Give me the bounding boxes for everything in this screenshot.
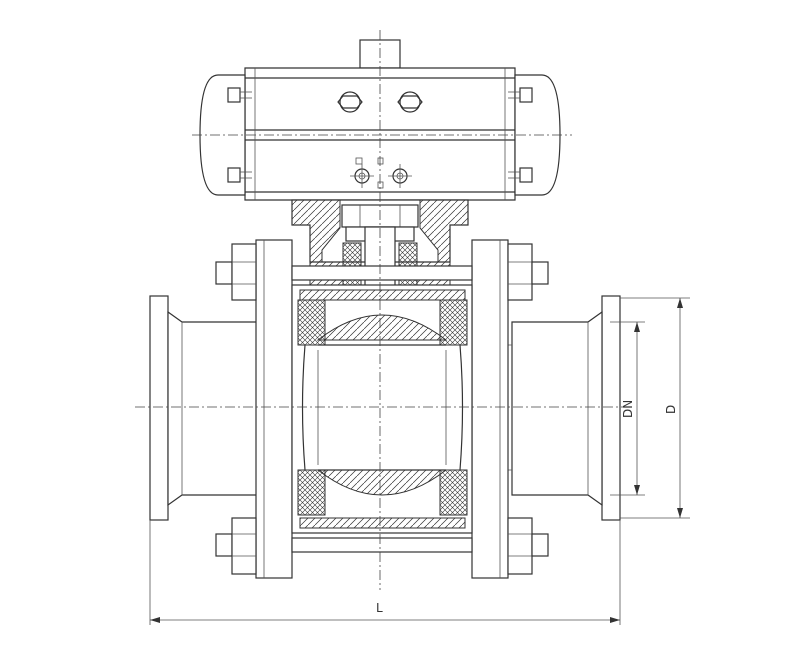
dimension-l-label: L — [376, 601, 383, 615]
air-port-left — [350, 164, 374, 188]
dimension-d-label: D — [664, 405, 678, 414]
actuator-bolt-top-right — [508, 87, 533, 103]
dimension-l: L — [149, 520, 621, 625]
dimension-d: D — [620, 297, 690, 519]
actuator-bolt-bottom-left — [227, 167, 252, 183]
left-body-flange — [255, 239, 293, 579]
right-clamp-end — [470, 295, 621, 521]
dimension-dn: DN — [610, 321, 645, 496]
dimension-dn-label: DN — [621, 400, 635, 418]
ball-bottom-section — [316, 469, 448, 496]
left-clamp-end — [149, 295, 300, 521]
seat-bottom-right — [439, 469, 468, 516]
actuator-nut-left — [337, 91, 363, 113]
right-body-flange — [471, 239, 509, 579]
seat-top-right — [439, 299, 468, 346]
body-bolt-top — [215, 243, 549, 301]
actuator-bolt-top-left — [227, 87, 252, 103]
body-bolt-bottom — [215, 517, 549, 575]
ball-top-section — [316, 314, 448, 341]
pneumatic-actuator — [192, 39, 572, 201]
actuator-nut-right — [397, 91, 423, 113]
actuator-bolt-bottom-right — [508, 167, 533, 183]
air-port-right — [388, 164, 412, 188]
center-body — [291, 284, 473, 534]
seat-bottom-left — [297, 469, 326, 516]
